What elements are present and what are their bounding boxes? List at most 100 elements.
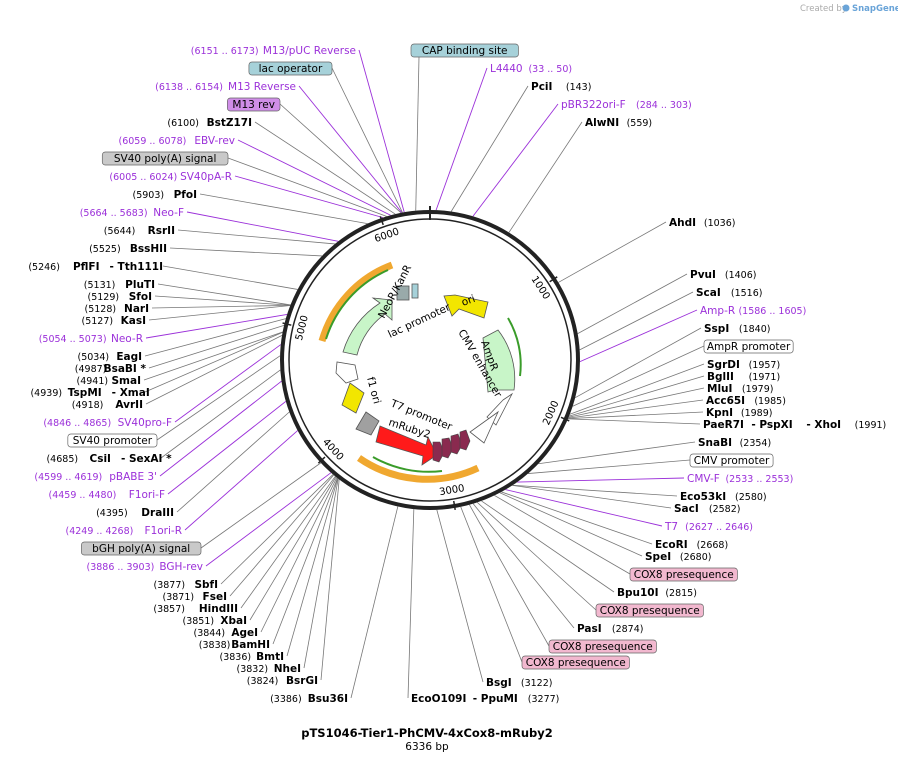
position-range: (143) bbox=[566, 82, 592, 93]
green-arc-right bbox=[507, 317, 522, 377]
tick-mark bbox=[560, 416, 570, 422]
site-label-cox8-1: COX8 presequence bbox=[629, 567, 738, 582]
position-range: (4987) bbox=[75, 364, 107, 375]
leader-line bbox=[145, 314, 288, 339]
feature-tag-text: SV40 promoter bbox=[73, 435, 153, 447]
position-range: (5644) bbox=[104, 226, 136, 237]
enzyme-name: SpeI bbox=[645, 551, 671, 563]
site-label-sspi: SspI(1840) bbox=[704, 323, 770, 335]
position-range: (4249 .. 4268) bbox=[66, 526, 134, 537]
enzyme-name: EagI bbox=[116, 351, 142, 363]
enzyme-name: SspI bbox=[704, 323, 729, 335]
feature-tag-text: CMV promoter bbox=[694, 455, 770, 467]
position-range: (1516) bbox=[731, 288, 763, 299]
credit-brand: SnapGene bbox=[852, 4, 898, 14]
t7-small-block bbox=[355, 411, 380, 436]
position-range: (2533 .. 2553) bbox=[725, 474, 793, 485]
site-label-sv40-polya: SV40 poly(A) signal bbox=[101, 151, 229, 166]
site-label-ecori: EcoRI(2668) bbox=[655, 539, 728, 551]
orange-arc-bottom bbox=[357, 455, 480, 483]
feature-tag-box bbox=[248, 61, 333, 76]
feature-tag-box bbox=[629, 567, 738, 582]
site-label-bstz17i: BstZ17I(6100) bbox=[167, 117, 252, 129]
site-label-rsrii: RsrII(5644) bbox=[104, 225, 175, 237]
site-label-saci: SacI(2582) bbox=[674, 503, 740, 515]
leader-line bbox=[249, 476, 337, 621]
position-range: (6100) bbox=[167, 118, 199, 129]
primer-name: Neo-R bbox=[111, 333, 143, 345]
site-label-xbai: XbaI(3851) bbox=[183, 615, 247, 627]
cox8-block-4 bbox=[459, 429, 471, 451]
leader-line bbox=[568, 411, 704, 420]
leader-line bbox=[501, 491, 653, 545]
site-label-lac-operator: lac operator bbox=[248, 61, 333, 76]
leader-line bbox=[505, 489, 663, 527]
site-label-l4440: L4440(33 .. 50) bbox=[490, 63, 572, 75]
leader-line bbox=[476, 502, 597, 611]
position-range: (1991) bbox=[855, 420, 887, 431]
enzyme-name-secondary: - XmaI bbox=[112, 387, 150, 399]
enzyme-name-secondary: - PspXI bbox=[751, 419, 792, 431]
feature-tag-text: COX8 presequence bbox=[634, 569, 734, 581]
leader-line bbox=[508, 121, 583, 233]
enzyme-name: EcoO109I bbox=[411, 693, 466, 705]
feature-tag-text: bGH poly(A) signal bbox=[92, 543, 190, 555]
position-range: (6005 .. 6024) bbox=[109, 172, 177, 183]
site-label-kpni: KpnI(1989) bbox=[706, 407, 772, 419]
position-range: (4459 .. 4480) bbox=[49, 490, 117, 501]
site-label-cox8-4: COX8 presequence bbox=[521, 655, 630, 670]
site-label-f1ori-r: F1ori-R(4249 .. 4268) bbox=[66, 525, 182, 537]
mruby2-arrow bbox=[375, 425, 438, 466]
enzyme-name: AgeI bbox=[231, 627, 258, 639]
feature-label-f1-ori: f1 ori bbox=[364, 376, 383, 406]
position-range: (2874) bbox=[612, 624, 644, 635]
enzyme-name: BssHII bbox=[130, 243, 167, 255]
leader-line bbox=[174, 344, 282, 423]
leader-line bbox=[579, 291, 694, 351]
primer-name: EBV-rev bbox=[194, 135, 235, 147]
sv40-promoter-arrow bbox=[335, 361, 359, 384]
site-label-bamhi: BamHI(3838) bbox=[199, 639, 270, 651]
position-range: (5054 .. 5073) bbox=[39, 334, 107, 345]
enzyme-name: FseI bbox=[203, 591, 227, 603]
enzyme-name: SacI bbox=[674, 503, 699, 515]
position-range: (5129) bbox=[88, 292, 120, 303]
position-range: (3871) bbox=[163, 592, 195, 603]
position-range: (2815) bbox=[665, 588, 697, 599]
site-label-paer7i: PaeR7I- PspXI- XhoI(1991) bbox=[703, 419, 886, 431]
primer-name: BGH-rev bbox=[159, 561, 203, 573]
leader-line bbox=[512, 484, 672, 509]
leader-line bbox=[143, 331, 283, 381]
position-range: (3886 .. 3903) bbox=[87, 562, 155, 573]
site-label-pluti: PluTI(5131) bbox=[84, 279, 155, 291]
site-label-pbabe3: pBABE 3'(4599 .. 4619) bbox=[34, 471, 157, 483]
enzyme-name: Bsu36I bbox=[308, 693, 348, 705]
feature-layer: ori CMV enhancer AmpR lac promoter NeoR/… bbox=[318, 261, 522, 483]
cmv-enhancer-arrow bbox=[469, 410, 499, 444]
position-range: (3832) bbox=[237, 664, 269, 675]
leader-line bbox=[538, 441, 696, 465]
position-range: (5903) bbox=[133, 190, 165, 201]
site-label-avrii: AvrII(4918) bbox=[72, 399, 143, 411]
feature-tag-box bbox=[101, 151, 229, 166]
site-label-neo-f: Neo-F(5664 .. 5683) bbox=[80, 207, 184, 219]
enzyme-name: TspMI bbox=[68, 387, 102, 399]
backbone-outer-ring bbox=[280, 210, 580, 510]
site-label-sv40pa-r: SV40pA-R(6005 .. 6024) bbox=[109, 171, 232, 183]
feature-tag-box bbox=[410, 43, 519, 58]
site-label-bmti: BmtI(3836) bbox=[220, 651, 284, 663]
leader-line bbox=[568, 375, 705, 417]
leader-line bbox=[558, 221, 667, 283]
leader-line bbox=[167, 401, 287, 495]
site-label-cmv-promoter: CMV promoter bbox=[689, 453, 774, 468]
leader-line bbox=[572, 345, 705, 407]
leader-line bbox=[227, 157, 387, 217]
primer-name: M13/pUC Reverse bbox=[263, 45, 356, 57]
site-label-neo-r: Neo-R (5054 .. 5073) bbox=[39, 333, 143, 345]
feature-tag-box bbox=[703, 339, 794, 354]
green-arc-bottom bbox=[372, 456, 443, 473]
site-label-m13-reverse: M13 Reverse(6138 .. 6154) bbox=[155, 81, 296, 93]
position-range: (5131) bbox=[84, 280, 116, 291]
tick-label: 1000 bbox=[528, 274, 551, 301]
site-label-sv40-promoter: SV40 promoter bbox=[67, 433, 158, 448]
